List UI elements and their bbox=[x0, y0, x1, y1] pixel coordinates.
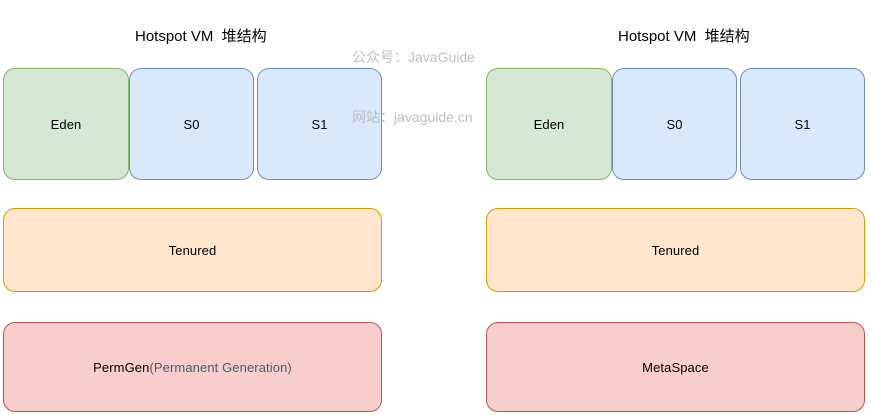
memory-box-sublabel: (Permanent Generation) bbox=[149, 359, 292, 375]
panel-title-line1: Hotspot VM 堆结构 bbox=[617, 28, 750, 45]
young-generation-row-jdk17: Eden S0 S1 bbox=[3, 68, 382, 180]
memory-box-tenured-jdk17: Tenured bbox=[3, 208, 382, 292]
memory-box-label: S0 bbox=[666, 116, 683, 132]
memory-box-label: Tenured bbox=[651, 242, 700, 258]
tenured-row-jdk17: Tenured bbox=[3, 208, 382, 292]
permanent-row-jdk17: PermGen(Permanent Generation) bbox=[3, 322, 382, 412]
memory-box-label: S1 bbox=[311, 116, 328, 132]
young-generation-row-jdk18: Eden S0 S1 bbox=[486, 68, 865, 180]
watermark-line2: 网站：javaguide.cn bbox=[352, 109, 473, 125]
metaspace-row-jdk18: MetaSpace bbox=[486, 322, 865, 412]
watermark: 公众号：JavaGuide 网站：javaguide.cn bbox=[352, 7, 475, 147]
tenured-row-jdk18: Tenured bbox=[486, 208, 865, 292]
memory-box-label: MetaSpace bbox=[642, 359, 709, 375]
memory-box-s0-jdk17: S0 bbox=[129, 68, 254, 180]
panel-title-line1: Hotspot VM 堆结构 bbox=[134, 28, 267, 45]
memory-box-permgen-jdk17: PermGen(Permanent Generation) bbox=[3, 322, 382, 412]
heap-structure-panel-jdk17: Hotspot VM 堆结构 （JDK1.7） Eden S0 S1 Tenur… bbox=[3, 0, 382, 415]
memory-box-label: PermGen bbox=[93, 359, 150, 375]
memory-box-metaspace-jdk18: MetaSpace bbox=[486, 322, 865, 412]
memory-box-s1-jdk18: S1 bbox=[740, 68, 865, 180]
memory-box-label: Eden bbox=[533, 116, 565, 132]
memory-box-eden-jdk18: Eden bbox=[486, 68, 612, 180]
memory-box-label: Eden bbox=[50, 116, 82, 132]
watermark-line1: 公众号：JavaGuide bbox=[352, 49, 475, 65]
memory-box-s0-jdk18: S0 bbox=[612, 68, 737, 180]
memory-box-eden-jdk17: Eden bbox=[3, 68, 129, 180]
memory-box-label: Tenured bbox=[168, 242, 217, 258]
memory-box-s1-jdk17: S1 bbox=[257, 68, 382, 180]
memory-box-label: S1 bbox=[794, 116, 811, 132]
heap-structure-panel-jdk18: Hotspot VM 堆结构 （JDK1.8） Eden S0 S1 Tenur… bbox=[486, 0, 865, 415]
memory-box-tenured-jdk18: Tenured bbox=[486, 208, 865, 292]
memory-box-label: S0 bbox=[183, 116, 200, 132]
